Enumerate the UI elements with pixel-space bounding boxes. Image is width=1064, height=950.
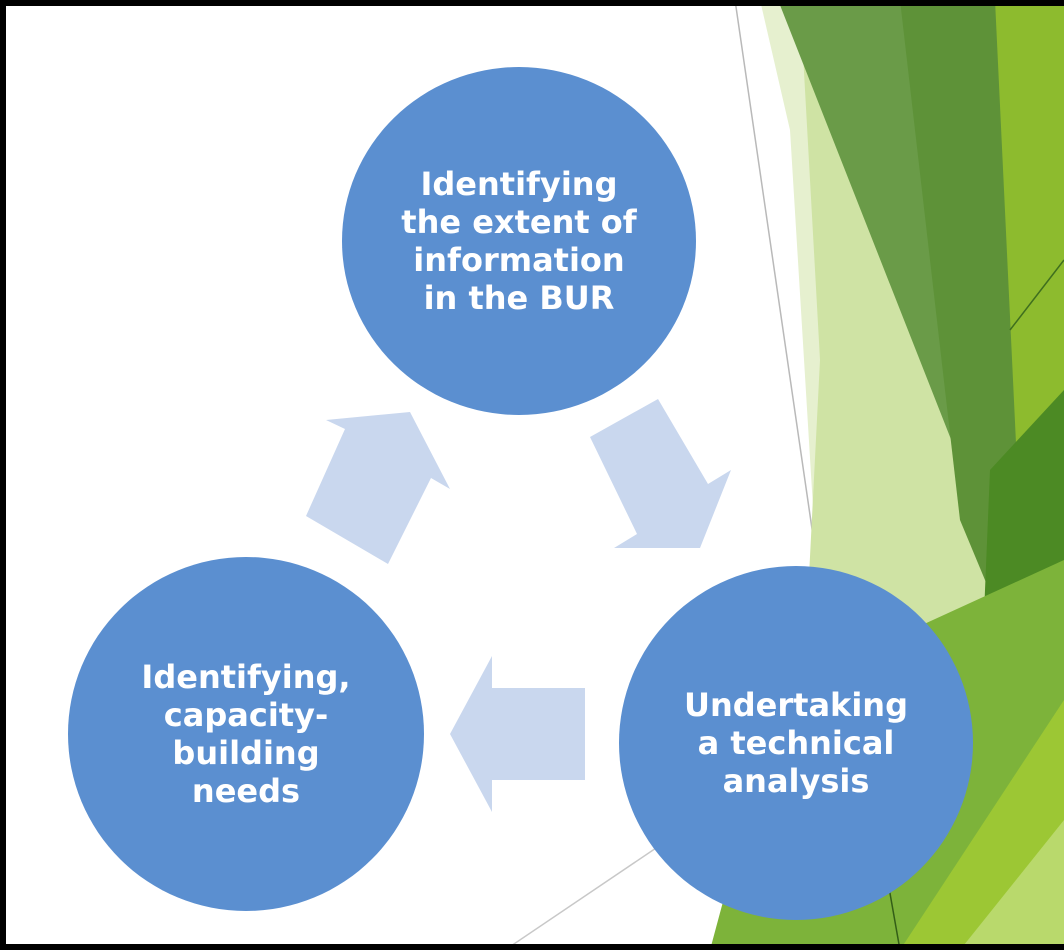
thin-line xyxy=(1009,259,1064,331)
cycle-node-top: Identifying the extent of information in… xyxy=(342,67,696,415)
cycle-node-right: Undertaking a technical analysis xyxy=(619,566,973,920)
thin-line xyxy=(504,841,666,950)
green-wedge-pale-lower xyxy=(960,820,1064,950)
node-label: Undertaking a technical analysis xyxy=(684,686,908,800)
node-label: Identifying, capacity- building needs xyxy=(141,658,351,810)
arrow-right-to-left xyxy=(450,656,585,812)
thin-line xyxy=(734,0,819,571)
arrow-left-to-top xyxy=(306,412,450,564)
arrow-top-to-right xyxy=(590,399,731,548)
cycle-node-left: Identifying, capacity- building needs xyxy=(68,557,424,911)
node-label: Identifying the extent of information in… xyxy=(401,165,637,317)
